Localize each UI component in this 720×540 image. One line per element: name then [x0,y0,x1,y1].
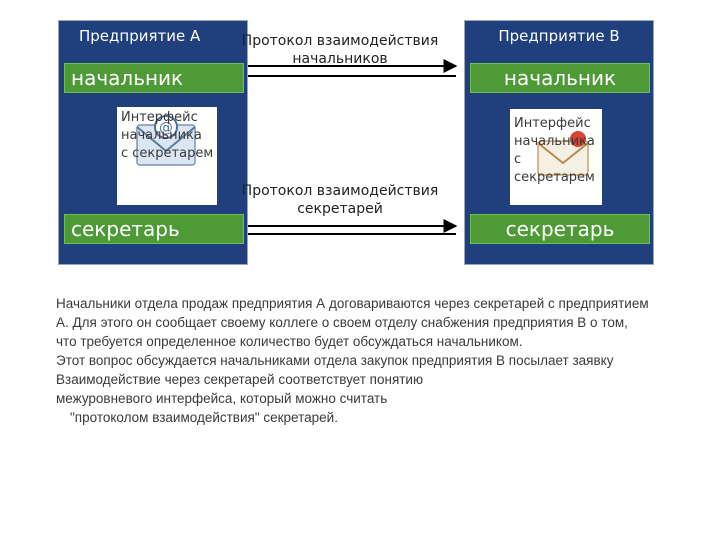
enterprise-b-box: Предприятие В начальник Интерфейс началь… [464,20,654,265]
email-envelope-icon: @ [136,115,196,166]
secretary-protocol-label: Протокол взаимодействия секретарей [241,183,439,217]
enterprise-b-boss: начальник [470,63,650,93]
description-text: Начальники отдела продаж предприятия А д… [56,294,676,427]
description-line: Взаимодействие через секретарей соответс… [56,372,424,387]
svg-text:@: @ [159,120,173,136]
description-line: А. Для этого он сообщает своему коллеге … [56,315,628,330]
enterprise-b-interface: Интерфейс начальника с секретарем [510,109,602,205]
description-line: Этот вопрос обсуждается начальниками отд… [56,353,614,368]
boss-protocol-label: Протокол взаимодействия начальников [241,33,439,67]
enterprise-a-interface-label: Интерфейс начальника с секретарем [121,110,214,161]
description-line: "протоколом взаимодействия" секретарей. [70,410,338,425]
description-line: Начальники отдела продаж предприятия А д… [56,296,649,311]
email-envelope-icon [537,131,589,176]
enterprise-a-boss: начальник [64,63,244,93]
description-line: межуровневого интерфейса, который можно … [56,391,388,406]
enterprise-b-secretary: секретарь [470,214,650,244]
enterprise-b-interface-label: Интерфейс начальника с секретарем [514,116,595,185]
enterprise-a-secretary: секретарь [64,214,244,244]
description-line: что требуется определенное количество бу… [56,334,523,349]
enterprise-a-title: Предприятие А [79,27,201,45]
enterprise-b-title: Предприятие В [498,27,620,45]
enterprise-a-box: Предприятие А начальник @ Интерфейс нача… [58,20,248,265]
enterprise-a-interface: @ Интерфейс начальника с секретарем [117,107,217,205]
